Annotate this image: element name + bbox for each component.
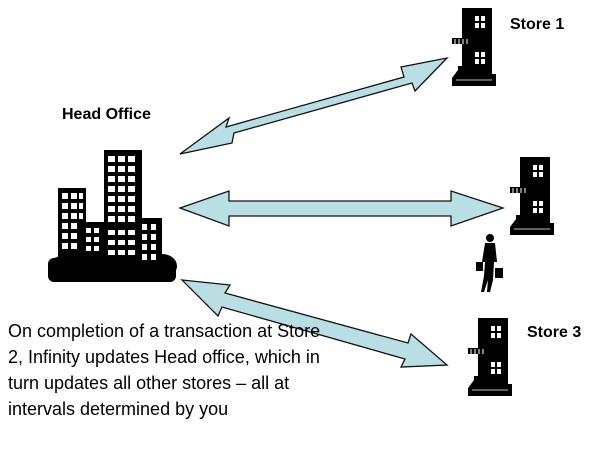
arrow-head-office-store1 [179, 56, 449, 155]
arrow-head-office-store3 [180, 279, 449, 368]
caption-text: On completion of a transaction at Store … [8, 321, 321, 419]
arrow-head-office-store2 [178, 190, 506, 227]
store-1-label: Store 1 [510, 16, 565, 33]
office-building-icon [48, 150, 177, 282]
head-office-label: Head Office [62, 106, 151, 123]
shopper-icon [476, 234, 503, 292]
store-building-icon [451, 7, 497, 87]
store-building-icon [467, 317, 513, 397]
store-3-label: Store 3 [527, 324, 582, 341]
store-building-icon [509, 156, 555, 236]
